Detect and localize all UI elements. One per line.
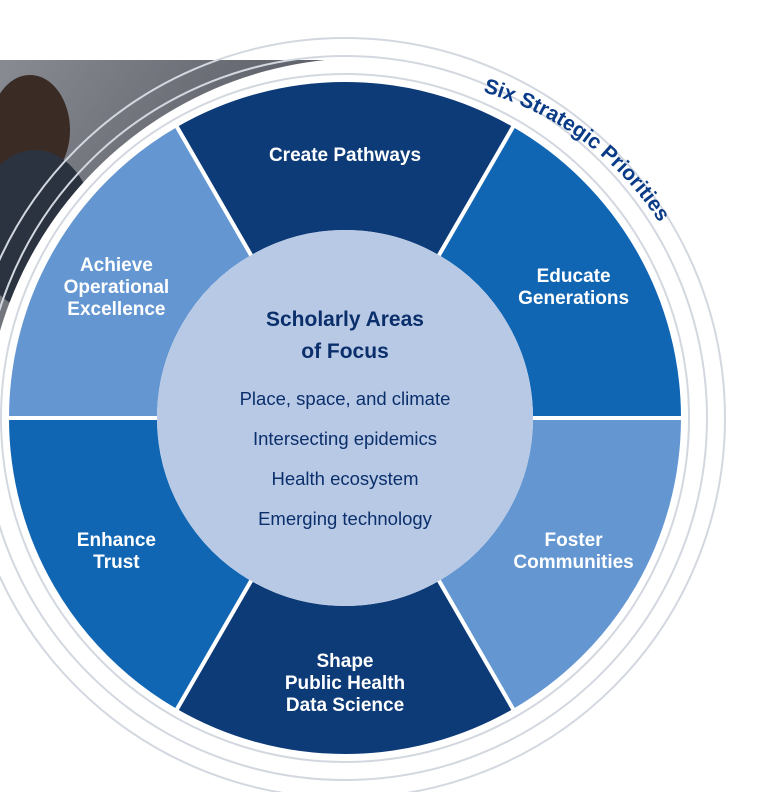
wedge-label-achieve-operational-excellence-line-3: Excellence bbox=[67, 299, 165, 320]
wedge-label-shape-public-health-data-science-line-1: Shape bbox=[316, 651, 373, 672]
wedge-label-achieve-operational-excellence-line-2: Operational bbox=[64, 277, 170, 298]
focus-item-emerging-technology: Emerging technology bbox=[258, 508, 433, 529]
center-title-line-2: of Focus bbox=[301, 340, 389, 363]
wedge-label-shape-public-health-data-science-line-2: Public Health bbox=[285, 673, 405, 694]
priority-wedges: Create PathwaysEducateGenerationsFosterC… bbox=[4, 78, 686, 758]
center-circle bbox=[157, 230, 533, 606]
focus-item-health-ecosystem: Health ecosystem bbox=[271, 468, 418, 489]
focus-item-place-space-climate: Place, space, and climate bbox=[240, 388, 451, 409]
wedge-label-foster-communities-line-1: Foster bbox=[545, 530, 604, 551]
wedge-label-educate-generations-line-2: Generations bbox=[518, 288, 629, 309]
wedge-label-enhance-trust-line-1: Enhance bbox=[77, 530, 156, 551]
wedge-label-create-pathways-line-1: Create Pathways bbox=[269, 145, 421, 166]
wedge-label-educate-generations-line-1: Educate bbox=[537, 266, 611, 287]
wedge-label-enhance-trust-line-2: Trust bbox=[93, 552, 140, 573]
wedge-label-shape-public-health-data-science-line-3: Data Science bbox=[286, 695, 404, 716]
focus-item-intersecting-epidemics: Intersecting epidemics bbox=[253, 428, 437, 449]
wedge-label-foster-communities-line-2: Communities bbox=[513, 552, 633, 573]
center-title-line-1: Scholarly Areas bbox=[266, 308, 424, 331]
wedge-label-achieve-operational-excellence-line-1: Achieve bbox=[80, 255, 153, 276]
outer-rings bbox=[0, 37, 726, 792]
